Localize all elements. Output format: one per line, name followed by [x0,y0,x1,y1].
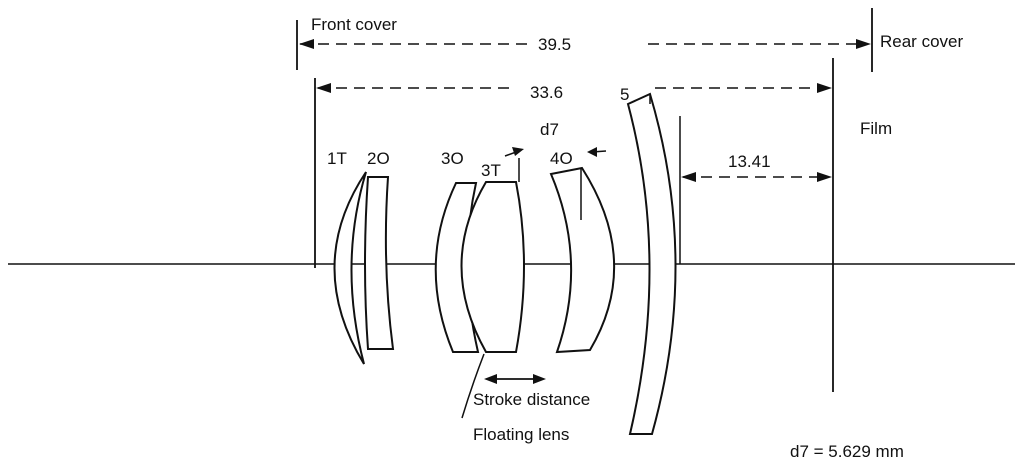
lens-element-5 [626,92,677,435]
dimension-inner-value: 33.6 [530,83,563,102]
floating-lens-leader [461,353,485,419]
stroke-distance-arrow [484,374,546,384]
lens-element-3t [460,181,525,353]
dimension-back-focus-value: 13.41 [728,152,771,171]
dimension-total [299,39,871,49]
film-label: Film [860,119,892,138]
dimension-back-focus [681,172,832,182]
floating-lens-label: Floating lens [473,425,569,444]
lens-element-1t [333,171,367,365]
dimension-inner [316,83,832,93]
element-1t-label: 1T [327,149,347,168]
dimension-total-value: 39.5 [538,35,571,54]
element-2o-label: 2O [367,149,390,168]
d7-arrow-right [504,147,524,157]
stroke-distance-label: Stroke distance [473,390,590,409]
lens-element-2o [364,176,395,350]
d7-label: d7 [540,120,559,139]
d7-arrow-left [587,147,607,157]
rear-cover-label: Rear cover [880,32,963,51]
element-3o-label: 3O [441,149,464,168]
front-cover-label: Front cover [311,15,397,34]
element-4o-label: 4O [550,149,573,168]
element-3t-label: 3T [481,161,501,180]
d7-value-label: d7 = 5.629 mm [790,442,904,461]
lens-element-4o [549,166,616,354]
element-5-label: 5 [620,85,629,104]
